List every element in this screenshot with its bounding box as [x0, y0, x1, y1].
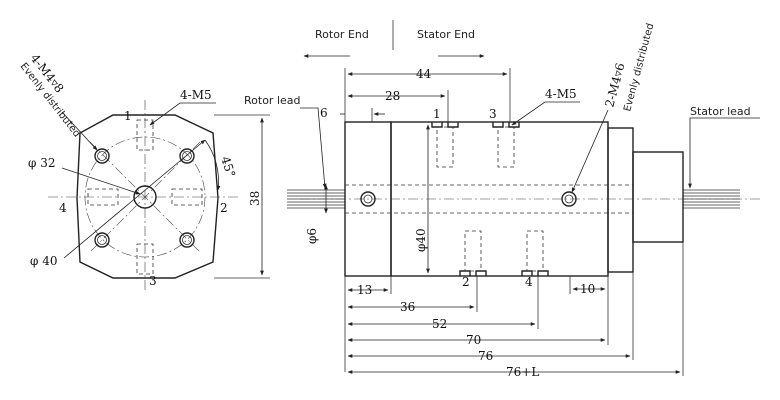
side-port-3: 3 [489, 107, 497, 121]
front-view: 1 2 3 4 4-M5 4-M4▿8 Evenly distributed φ… [18, 51, 270, 290]
mounting-hole-inner [182, 151, 192, 161]
front-port-3: 3 [149, 274, 157, 288]
side-port-1: 1 [433, 107, 441, 121]
dim-44: 44 [416, 67, 432, 81]
mounting-hole [179, 148, 195, 164]
dim-76-plus-l: 76+L [506, 365, 539, 379]
mounting-hole-inner [182, 235, 192, 245]
dim-28: 28 [385, 89, 400, 103]
dim-76: 76 [478, 349, 493, 363]
front-angle: 45° [218, 155, 238, 180]
dim-52: 52 [432, 317, 447, 331]
side-holes-note: Evenly distributed [622, 22, 656, 113]
side-port-4: 4 [525, 275, 533, 289]
front-outline [76, 114, 219, 279]
rotor-end-label: Rotor End [315, 28, 369, 41]
stator-cap [632, 151, 684, 243]
stator-lead-label: Stator lead [690, 105, 751, 118]
side-shaft-dia: φ6 [305, 228, 319, 244]
stator-end-label: Stator End [417, 28, 475, 41]
mounting-holes [94, 148, 195, 248]
dim-36: 36 [400, 300, 415, 314]
side-port-2: 2 [462, 275, 470, 289]
front-threaded-ports [87, 119, 203, 275]
front-dia-bolt: φ 32 [28, 156, 56, 170]
front-port-1: 1 [124, 109, 132, 123]
center-bore [133, 185, 157, 209]
rotor-lead-label: Rotor lead [244, 94, 301, 107]
rotor-lead-wires [287, 189, 345, 209]
dim-10: 10 [580, 282, 595, 296]
rotor-hole [360, 191, 376, 207]
dim-6: 6 [320, 106, 328, 120]
front-dia-outer: φ 40 [30, 254, 58, 268]
front-port-2: 2 [220, 201, 228, 215]
stator-hole [561, 191, 577, 207]
side-thread-spec: 4-M5 [545, 87, 577, 101]
mounting-hole [94, 232, 110, 248]
side-body-dia: φ40 [414, 228, 428, 252]
mounting-hole-inner [97, 235, 107, 245]
mounting-hole [179, 232, 195, 248]
stator-flange [607, 127, 634, 273]
side-top-ports [431, 122, 520, 168]
mounting-hole [94, 148, 110, 164]
dim-13: 13 [357, 283, 372, 297]
side-view: 1 3 2 4 Rotor lead Stator lead 2-M4▿6 Ev… [244, 22, 760, 379]
front-port-4: 4 [59, 201, 67, 215]
front-height: 38 [248, 191, 262, 206]
end-headers: Rotor End Stator End [303, 20, 485, 58]
dim-70: 70 [466, 333, 481, 347]
front-thread-spec: 4-M5 [180, 88, 212, 102]
side-bottom-ports [459, 230, 549, 276]
mounting-hole-inner [97, 151, 107, 161]
